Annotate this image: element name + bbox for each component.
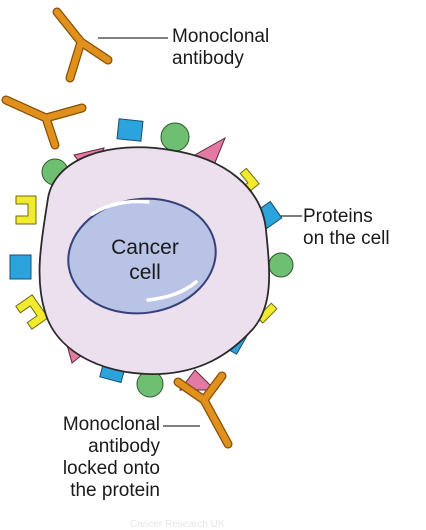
nucleus-highlight-1 [90,199,150,216]
nucleus-highlight-2 [146,280,198,302]
protein-yellow-3 [15,294,49,330]
label-cancer-cell: Cancer cell [111,236,179,284]
label-locked-antibody: Monoclonal antibody locked onto the prot… [62,414,160,501]
locked-antibody [173,371,233,449]
protein-blue-3 [9,254,32,280]
protein-blue-1 [116,118,144,142]
protein-yellow-2 [15,195,37,225]
free-antibody-top [52,7,113,83]
protein-green-3 [268,252,294,278]
protein-green-2 [160,122,190,152]
label-monoclonal-antibody: Monoclonal antibody [172,26,270,69]
cell-nucleus [67,197,217,315]
free-antibody-left [1,95,87,150]
label-proteins-on-cell: Proteins on the cell [303,206,390,249]
image-credit: Cancer Research UK [130,519,225,530]
